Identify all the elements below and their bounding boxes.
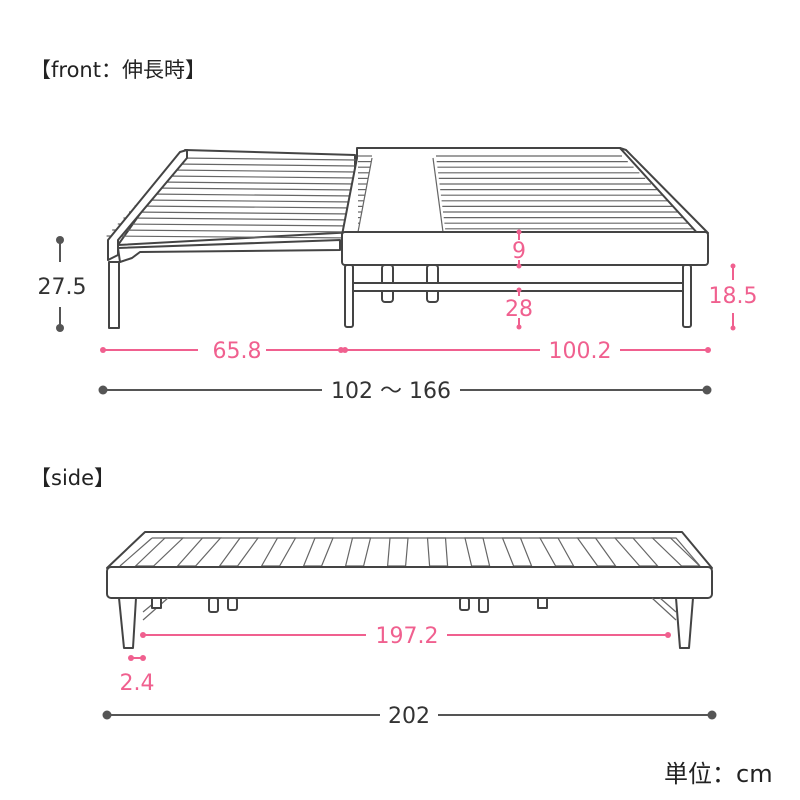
front-left-leg <box>108 261 120 329</box>
slat-line <box>162 175 357 179</box>
slat-line <box>140 199 357 203</box>
front-extension-frame <box>341 231 709 266</box>
dim-leg-height: 18.5 <box>709 263 758 331</box>
side-bed-drawing <box>106 531 713 649</box>
slat-line <box>156 181 357 185</box>
frame-height-label: 9 <box>512 239 526 264</box>
slat-line <box>106 235 357 239</box>
dim-total-height: 27.5 <box>38 236 87 332</box>
dim-extension-width: 100.2 <box>342 339 711 364</box>
slat-line <box>173 163 357 167</box>
extension-width-label: 100.2 <box>549 339 612 364</box>
slat-line <box>134 205 357 209</box>
dim-frame-height: 9 <box>512 229 526 269</box>
dim-inner-leg-span: 197.2 <box>140 624 671 649</box>
width-range-label: 102 ～ 166 <box>331 379 451 404</box>
slat-line <box>145 193 357 197</box>
side-view-title: 【side】 <box>30 466 115 490</box>
leg-inset-label: 2.4 <box>120 671 155 696</box>
dim-total-length: 202 <box>102 704 717 729</box>
total-height-label: 27.5 <box>38 275 87 300</box>
front-bed-drawing <box>106 147 709 329</box>
unit-label: 単位：cm <box>664 760 773 788</box>
dim-fixed-width: 65.8 <box>100 339 344 364</box>
front-view-title: 【front：伸長時】 <box>30 58 206 82</box>
slat-line <box>123 217 357 221</box>
total-length-label: 202 <box>388 704 430 729</box>
slat-line <box>117 223 357 227</box>
slat-line <box>179 157 357 161</box>
clearance-label: 28 <box>505 297 533 322</box>
dim-clearance: 28 <box>505 287 533 330</box>
dim-leg-inset: 2.4 <box>120 655 155 696</box>
slat-line <box>168 169 357 173</box>
dim-width-range: 102 ～ 166 <box>98 379 712 404</box>
leg-height-label: 18.5 <box>709 284 758 309</box>
slat-line <box>151 187 357 191</box>
fixed-width-label: 65.8 <box>213 339 262 364</box>
inner-leg-span-label: 197.2 <box>376 624 439 649</box>
slat-line <box>128 211 357 215</box>
slat-line <box>112 229 357 233</box>
side-frame <box>106 566 713 599</box>
